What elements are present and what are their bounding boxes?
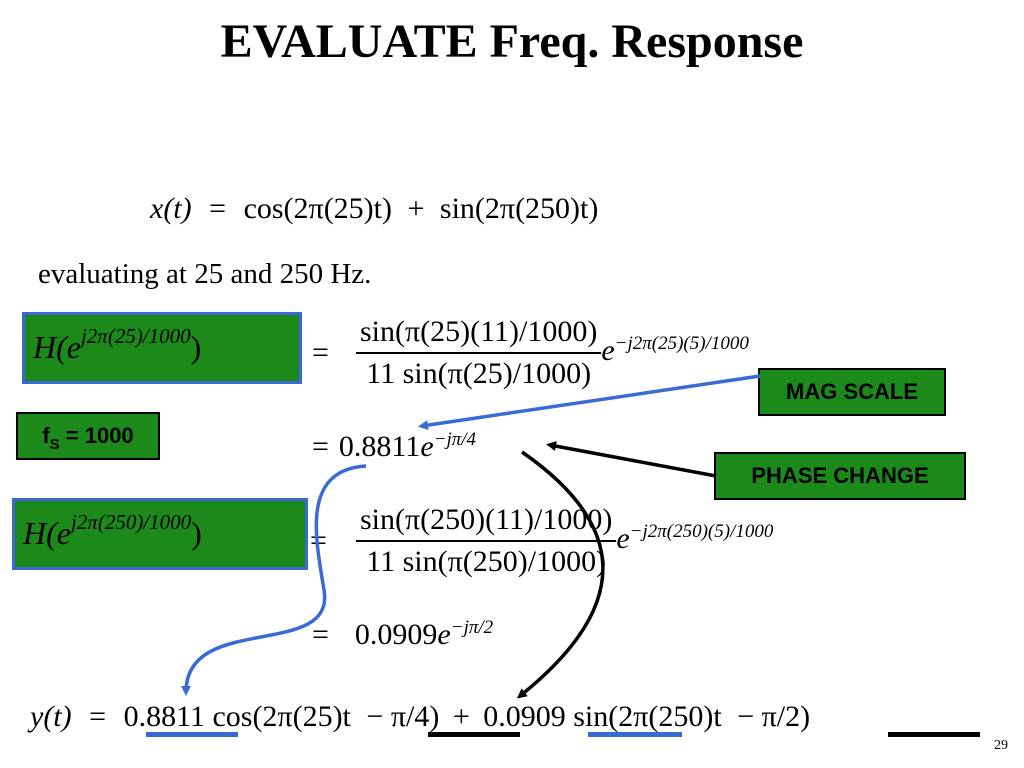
page-number: 29 <box>994 738 1008 753</box>
y-t-phase1: − π/4 <box>366 700 430 733</box>
underline-phase2 <box>888 732 980 737</box>
y-t-mag1: 0.8811 <box>123 700 205 733</box>
intro-text: evaluating at 25 and 250 Hz. <box>38 258 372 290</box>
x-t-plus: + <box>407 192 425 225</box>
x-t-equation: x(t) = cos(2π(25)t) + sin(2π(250)t) <box>150 192 598 226</box>
phase-change-label: PHASE CHANGE <box>714 452 966 500</box>
fs-value: = 1000 <box>59 423 134 448</box>
h250-result-equals: = <box>312 618 329 651</box>
h25-result-base: e <box>420 430 434 463</box>
mag-scale-label: MAG SCALE <box>758 368 946 416</box>
y-t-equation: y(t) = 0.8811 cos(2π(25)t − π/4) + 0.090… <box>30 700 810 734</box>
h25-tail-exp: −j2π(25)(5)/1000 <box>614 332 749 354</box>
h25-equals: = <box>312 336 329 369</box>
h250-result: = 0.0909e−jπ/2 <box>312 617 494 652</box>
x-t-equals: = <box>209 192 227 225</box>
h250-tail-exp: −j2π(250)(5)/1000 <box>629 520 774 542</box>
h250-denominator: 11 sin(π(250)/1000) <box>366 545 607 578</box>
h25-fraction: sin(π(25)(11)/1000) 11 sin(π(25)/1000) e… <box>356 312 749 394</box>
mag-scale-arrow <box>418 374 761 431</box>
h25-numerator: sin(π(25)(11)/1000) <box>356 312 602 354</box>
y-t-close2: ) <box>800 700 811 733</box>
fs-subscript: S <box>49 436 60 453</box>
y-t-close1: ) <box>429 700 440 733</box>
underline-mag2 <box>588 732 682 737</box>
h250-result-base: e <box>437 618 451 651</box>
h250-tail-base: e <box>616 521 630 555</box>
h25-result-mag: 0.8811 <box>338 430 421 463</box>
underline-phase1 <box>428 732 520 737</box>
h250-exp: j2π(250)/1000 <box>70 510 192 534</box>
fs-label: fS = 1000 <box>16 412 160 460</box>
fs-letter: f <box>42 423 50 448</box>
y-t-fn2: sin(2π(250)t <box>573 700 722 733</box>
h25-result-equals: = <box>312 430 329 463</box>
h25-result-exp: −jπ/4 <box>433 429 477 450</box>
y-t-equals: = <box>89 700 107 733</box>
y-t-phase2: − π/2 <box>737 700 801 733</box>
slide-title: EVALUATE Freq. Response <box>220 15 804 68</box>
h250-box: H(ej2π(250)/1000) <box>12 498 308 570</box>
h25-denominator: 11 sin(π(25)/1000) <box>366 357 592 390</box>
h250-numerator: sin(π(250)(11)/1000) <box>356 500 617 542</box>
h250-result-exp: −jπ/2 <box>450 617 494 638</box>
underline-mag1 <box>146 732 238 737</box>
x-t-term2: sin(2π(250)t) <box>439 192 599 225</box>
h25-result: = 0.8811e−jπ/4 <box>312 429 477 464</box>
h250-fraction: sin(π(250)(11)/1000) 11 sin(π(250)/1000)… <box>356 500 773 582</box>
y-t-plus: + <box>452 700 470 733</box>
h25-exp: j2π(25)/1000 <box>80 324 191 348</box>
y-t-lhs: y(t) <box>30 700 72 733</box>
h250-base: H(e <box>23 515 71 551</box>
phase-to-yt-arrow <box>516 450 605 699</box>
x-t-term1: cos(2π(25)t) <box>243 192 392 225</box>
mag-to-yt-arrow <box>181 464 367 696</box>
h25-box: H(ej2π(25)/1000) <box>22 312 302 384</box>
h25-tail-base: e <box>601 333 615 367</box>
y-t-fn1: cos(2π(25)t <box>212 700 351 733</box>
phase-change-arrow <box>546 441 717 478</box>
h250-result-mag: 0.0909 <box>354 618 438 651</box>
x-t-lhs: x(t) <box>150 192 192 225</box>
h25-base: H(e <box>33 329 81 365</box>
h25-close: ) <box>190 329 202 365</box>
y-t-mag2: 0.0909 <box>483 700 566 733</box>
h250-close: ) <box>191 515 202 551</box>
